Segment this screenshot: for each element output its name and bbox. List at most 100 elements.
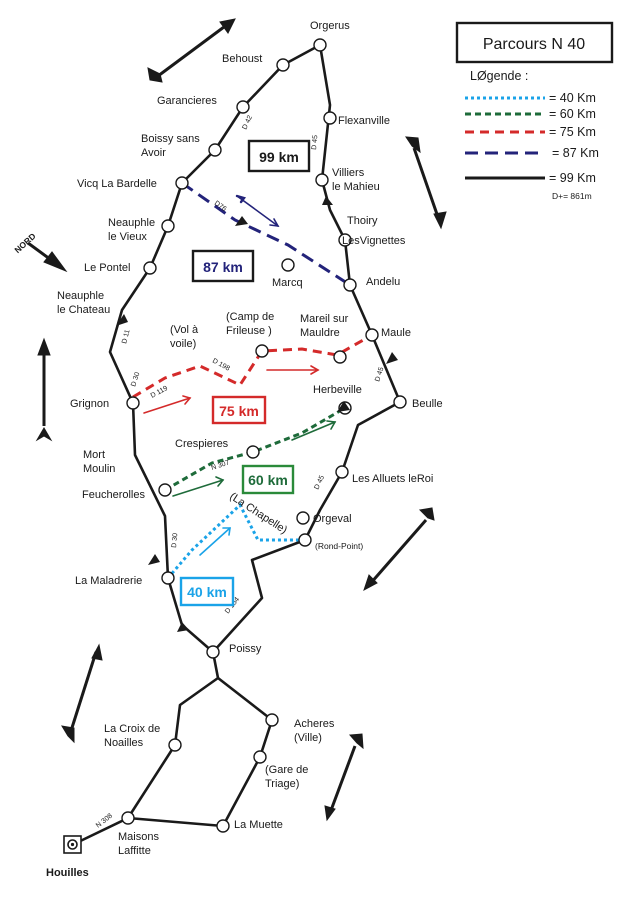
arrow-40km-icon bbox=[199, 527, 231, 556]
label-mort-moulin-2: Moulin bbox=[83, 463, 115, 475]
town-marker-feucherolles bbox=[158, 483, 172, 497]
town-marker-neauphle-vieux bbox=[161, 219, 175, 233]
town-marker-maladrerie bbox=[161, 571, 175, 585]
town-marker-grignon bbox=[126, 396, 140, 410]
label-flexanville: Flexanville bbox=[338, 115, 390, 127]
label-mareil-2: Mauldre bbox=[300, 327, 340, 339]
legend-label-0: = 40 Km bbox=[549, 91, 596, 105]
label-mareil-1: Mareil sur bbox=[300, 313, 349, 325]
road-label-d119: D 119 bbox=[150, 385, 169, 400]
label-houilles: Houilles bbox=[46, 867, 89, 879]
arrow-87km-icon bbox=[235, 194, 280, 227]
road-label-d45-a: D 45 bbox=[311, 135, 319, 150]
direction-triangle-icon bbox=[148, 554, 160, 565]
town-marker-garancieres bbox=[236, 100, 250, 114]
legend-label-4: = 99 Km bbox=[549, 171, 596, 185]
label-camp-2: Frileuse ) bbox=[226, 325, 272, 337]
wind-arrow-left-icon bbox=[35, 337, 53, 442]
town-marker-alluets bbox=[335, 465, 349, 479]
town-marker-poissy bbox=[206, 645, 220, 659]
wind-arrow-lower-left-icon bbox=[61, 643, 103, 744]
box-60km: 60 km bbox=[241, 464, 295, 495]
legend-heading: LØgende : bbox=[470, 69, 528, 83]
label-orgerus: Orgerus bbox=[310, 20, 350, 32]
label-behoust: Behoust bbox=[222, 53, 262, 65]
label-croix-2: Noailles bbox=[104, 737, 144, 749]
label-garancieres: Garancieres bbox=[157, 95, 217, 107]
box-87km-label: 87 km bbox=[203, 259, 243, 275]
road-label-d45-b: D 45 bbox=[374, 366, 385, 382]
map-title: Parcours N 40 bbox=[483, 36, 585, 53]
route-75km-line bbox=[132, 333, 373, 399]
label-neauphle-chateau-2: le Chateau bbox=[57, 304, 110, 316]
direction-triangle-icon bbox=[177, 622, 189, 632]
road-label-d42: D 42 bbox=[241, 114, 254, 130]
label-feucherolles: Feucherolles bbox=[82, 489, 145, 501]
route-99km-line bbox=[70, 43, 402, 847]
north-arrow-icon bbox=[27, 241, 68, 273]
label-acheres-2: (Ville) bbox=[294, 732, 322, 744]
town-marker-camp-frileuse bbox=[255, 344, 269, 358]
label-maule: Maule bbox=[381, 327, 411, 339]
legend-label-2: = 75 Km bbox=[549, 125, 596, 139]
arrow-60km-north-icon bbox=[291, 420, 337, 441]
arrow-75km-west-icon bbox=[143, 395, 192, 414]
label-alluets: Les Alluets leRoi bbox=[352, 473, 433, 485]
label-beulle: Beulle bbox=[412, 398, 443, 410]
label-le-pontel: Le Pontel bbox=[84, 262, 130, 274]
label-maladrerie: La Maladrerie bbox=[75, 575, 142, 587]
north-label: NORD bbox=[12, 231, 37, 255]
label-croix-1: La Croix de bbox=[104, 723, 160, 735]
wind-arrow-top-icon bbox=[147, 18, 236, 83]
legend-label-1: = 60 Km bbox=[549, 107, 596, 121]
box-75km: 75 km bbox=[211, 395, 267, 425]
label-neauphle-chateau-1: Neauphle bbox=[57, 290, 104, 302]
town-marker-acheres bbox=[265, 713, 279, 727]
direction-triangle-icon bbox=[235, 216, 248, 226]
legend-label-3: = 87 Km bbox=[552, 146, 599, 160]
town-marker-gare-triage bbox=[253, 750, 267, 764]
town-marker-orgeval bbox=[296, 511, 310, 525]
label-grignon: Grignon bbox=[70, 398, 109, 410]
town-marker-les-vignettes bbox=[338, 233, 352, 247]
label-la-chapelle: (La Chapelle) bbox=[227, 490, 289, 536]
label-rond-point: (Rond-Point) bbox=[315, 541, 363, 551]
road-label-d198: D 198 bbox=[211, 358, 231, 373]
town-marker-mareil bbox=[333, 350, 347, 364]
label-herbeville: Herbeville bbox=[313, 384, 362, 396]
label-boissy-1: Boissy sans bbox=[141, 133, 200, 145]
town-marker-le-pontel bbox=[143, 261, 157, 275]
label-neauphle-vieux-1: Neauphle bbox=[108, 217, 155, 229]
town-marker-maisons-laffitte bbox=[121, 811, 135, 825]
road-label-d30-b: D 30 bbox=[171, 533, 179, 548]
box-99km: 99 km bbox=[247, 139, 311, 173]
legend-elevation: D+= 861m bbox=[552, 191, 592, 201]
label-la-muette: La Muette bbox=[234, 819, 283, 831]
label-poissy: Poissy bbox=[229, 643, 262, 655]
label-maisons-1: Maisons bbox=[118, 831, 159, 843]
box-40km: 40 km bbox=[179, 576, 235, 607]
legend: LØgende : = 40 Km = 60 Km = 75 Km = 87 Km = … bbox=[465, 69, 599, 201]
arrow-60km-south-icon bbox=[172, 476, 225, 497]
label-vol-1: (Vol à bbox=[170, 324, 199, 336]
label-acheres-1: Acheres bbox=[294, 718, 335, 730]
label-marcq: Marcq bbox=[272, 277, 303, 289]
label-gare-1: (Gare de bbox=[265, 764, 308, 776]
route-40km-line bbox=[166, 502, 305, 579]
town-marker-croix-noailles bbox=[168, 738, 182, 752]
town-marker-orgerus bbox=[313, 38, 327, 52]
box-60km-label: 60 km bbox=[248, 472, 288, 488]
town-marker-beulle bbox=[393, 395, 407, 409]
town-marker-la-muette bbox=[216, 819, 230, 833]
town-marker-andelu bbox=[343, 278, 357, 292]
label-andelu: Andelu bbox=[366, 276, 400, 288]
town-marker-flexanville bbox=[323, 111, 337, 125]
route-60km-line bbox=[164, 406, 346, 492]
label-villiers-2: le Mahieu bbox=[332, 181, 380, 193]
wind-arrow-lower-right-icon bbox=[363, 507, 435, 592]
road-label-d30-a: D 30 bbox=[130, 371, 141, 387]
box-40km-label: 40 km bbox=[187, 584, 227, 600]
direction-triangle-icon bbox=[337, 401, 350, 412]
town-marker-marcq bbox=[281, 258, 295, 272]
